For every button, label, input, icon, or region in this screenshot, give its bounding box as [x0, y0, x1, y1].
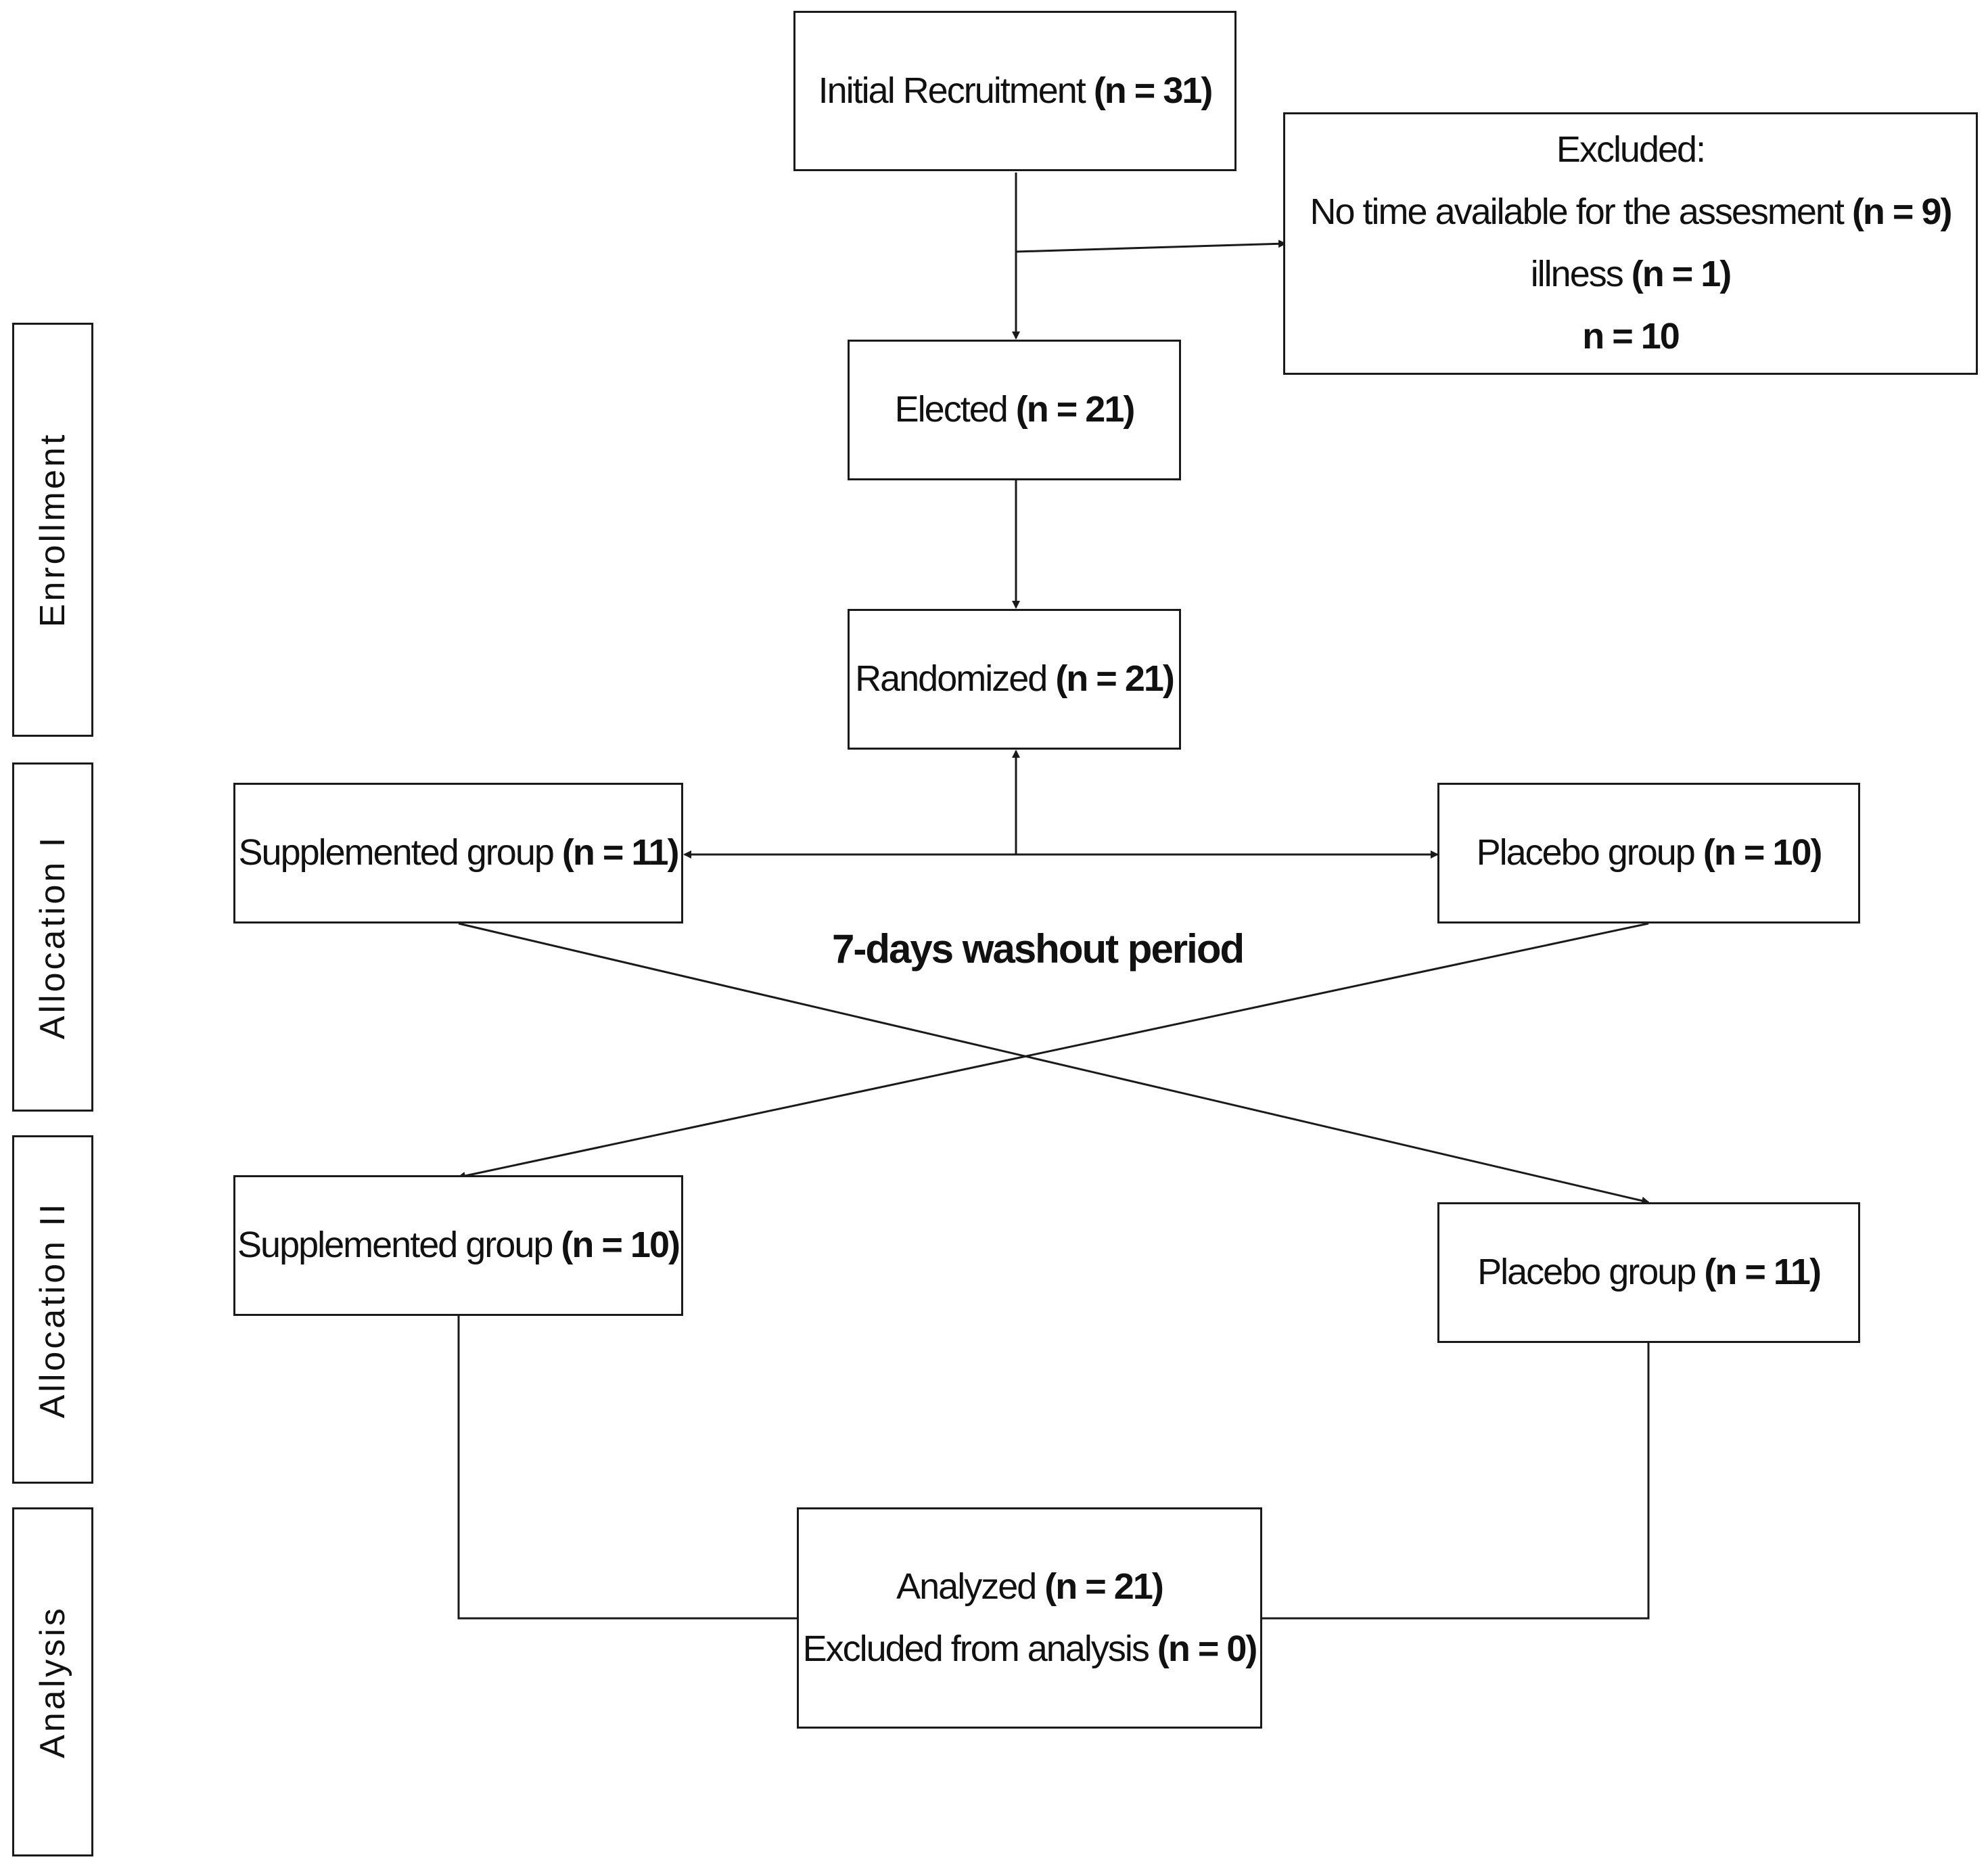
supplemented-group-2-box: Supplemented group (n = 10): [233, 1175, 683, 1316]
placebo-group-2-text: Placebo group (n = 11): [1477, 1252, 1822, 1293]
stage-allocation-2-label: Allocation II: [33, 1201, 72, 1418]
arrow-to-excluded: [1015, 240, 1287, 253]
stage-allocation-1: Allocation I: [12, 762, 93, 1112]
stage-allocation-2: Allocation II: [12, 1135, 93, 1484]
stage-allocation-1-label: Allocation I: [33, 834, 72, 1040]
analysis-box: Analyzed (n = 21) Excluded from analysis…: [797, 1507, 1262, 1729]
stage-enrollment-label: Enrollment: [33, 432, 72, 628]
supplemented-group-1-box: Supplemented group (n = 11): [233, 783, 683, 923]
stage-analysis: Analysis: [12, 1507, 93, 1856]
elected-text: Elected (n = 21): [894, 389, 1136, 430]
excluded-reason-time: No time available for the assesment (n =…: [1310, 191, 1953, 233]
placebo-group-1-text: Placebo group (n = 10): [1476, 832, 1823, 873]
crossover-arrow-supp1-to-placebo2: [458, 922, 1650, 1205]
excluded-from-analysis-line: Excluded from analysis (n = 0): [802, 1628, 1258, 1669]
excluded-total: n = 10: [1582, 315, 1680, 357]
excluded-title: Excluded:: [1556, 129, 1706, 170]
stage-enrollment: Enrollment: [12, 323, 93, 737]
line-supp2-to-analysis: [457, 1316, 798, 1620]
supplemented-group-2-text: Supplemented group (n = 10): [237, 1225, 680, 1266]
randomized-box: Randomized (n = 21): [848, 609, 1181, 750]
line-placebo2-to-analysis: [1262, 1343, 1650, 1620]
excluded-reason-illness: illness (n = 1): [1530, 254, 1732, 294]
stage-analysis-label: Analysis: [33, 1605, 72, 1758]
crossover-arrow-placebo1-to-supp2: [457, 922, 1649, 1180]
analyzed-line: Analyzed (n = 21): [896, 1566, 1164, 1607]
placebo-group-1-box: Placebo group (n = 10): [1437, 783, 1860, 923]
randomized-text: Randomized (n = 21): [855, 658, 1175, 700]
elected-box: Elected (n = 21): [848, 340, 1181, 480]
washout-period-label: 7-days washout period: [832, 926, 1245, 972]
initial-recruitment-box: Initial Recruitment (n = 31): [793, 11, 1236, 171]
supplemented-group-1-text: Supplemented group (n = 11): [238, 832, 680, 873]
excluded-box: Excluded: No time available for the asse…: [1283, 112, 1978, 375]
initial-recruitment-text: Initial Recruitment (n = 31): [818, 70, 1213, 111]
placebo-group-2-box: Placebo group (n = 11): [1437, 1202, 1860, 1343]
